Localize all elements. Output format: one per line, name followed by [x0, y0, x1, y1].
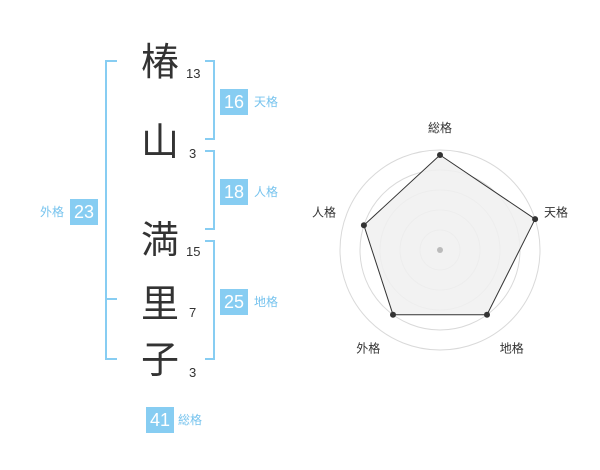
radar-point-4 — [390, 311, 396, 318]
tenkaku-label: 天格 — [254, 95, 279, 109]
gaikaku-value: 23 — [70, 199, 99, 225]
soukaku-label: 総格 — [178, 413, 203, 427]
tenkaku-badge: 16 天格 — [220, 89, 278, 115]
radar-center — [437, 247, 443, 253]
chikaku-bracket — [205, 240, 215, 360]
tenkaku-value: 16 — [220, 89, 248, 115]
gaikaku-bracket — [105, 60, 117, 360]
name-char-1: 椿 — [140, 40, 179, 84]
chikaku-label: 地格 — [254, 295, 279, 309]
radar-point-3 — [484, 311, 490, 318]
name-char-4: 里 — [140, 282, 179, 326]
name-char-5: 子 — [140, 338, 179, 382]
radar-axis-label-4: 外格 — [356, 341, 380, 356]
radar-axis-label-1: 総格 — [428, 120, 452, 135]
soukaku-value: 41 — [146, 407, 174, 433]
tenkaku-bracket — [205, 60, 215, 140]
radar-axis-label-2: 天格 — [544, 204, 568, 219]
soukaku-badge: 41 総格 — [146, 407, 202, 433]
gaikaku-label: 外格 — [40, 205, 65, 219]
jinkaku-value: 18 — [220, 179, 248, 205]
jinkaku-label: 人格 — [254, 185, 279, 199]
radar-point-2 — [532, 216, 539, 223]
jinkaku-badge: 18 人格 — [220, 179, 278, 205]
stroke-count-4: 7 — [189, 305, 197, 320]
stroke-count-1: 13 — [186, 66, 201, 81]
chikaku-badge: 25 地格 — [220, 289, 278, 315]
radar-shape — [363, 154, 536, 316]
chikaku-value: 25 — [220, 289, 248, 315]
gaikaku-badge: 外格 23 — [40, 199, 99, 225]
name-char-2: 山 — [140, 120, 179, 164]
stroke-count-3: 15 — [186, 244, 201, 259]
gaikaku-bracket-divider — [105, 298, 117, 300]
radar-points — [360, 152, 539, 318]
radar-point-5 — [360, 222, 367, 229]
radar-axis-label-3: 地格 — [500, 341, 524, 356]
radar-axis-label-5: 人格 — [312, 204, 336, 219]
name-char-3: 満 — [140, 218, 179, 262]
radar-ring-1 — [339, 149, 541, 351]
stroke-count-2: 3 — [189, 146, 197, 161]
stroke-count-5: 3 — [189, 365, 197, 380]
radar-point-1 — [437, 152, 443, 158]
jinkaku-bracket — [205, 150, 215, 230]
